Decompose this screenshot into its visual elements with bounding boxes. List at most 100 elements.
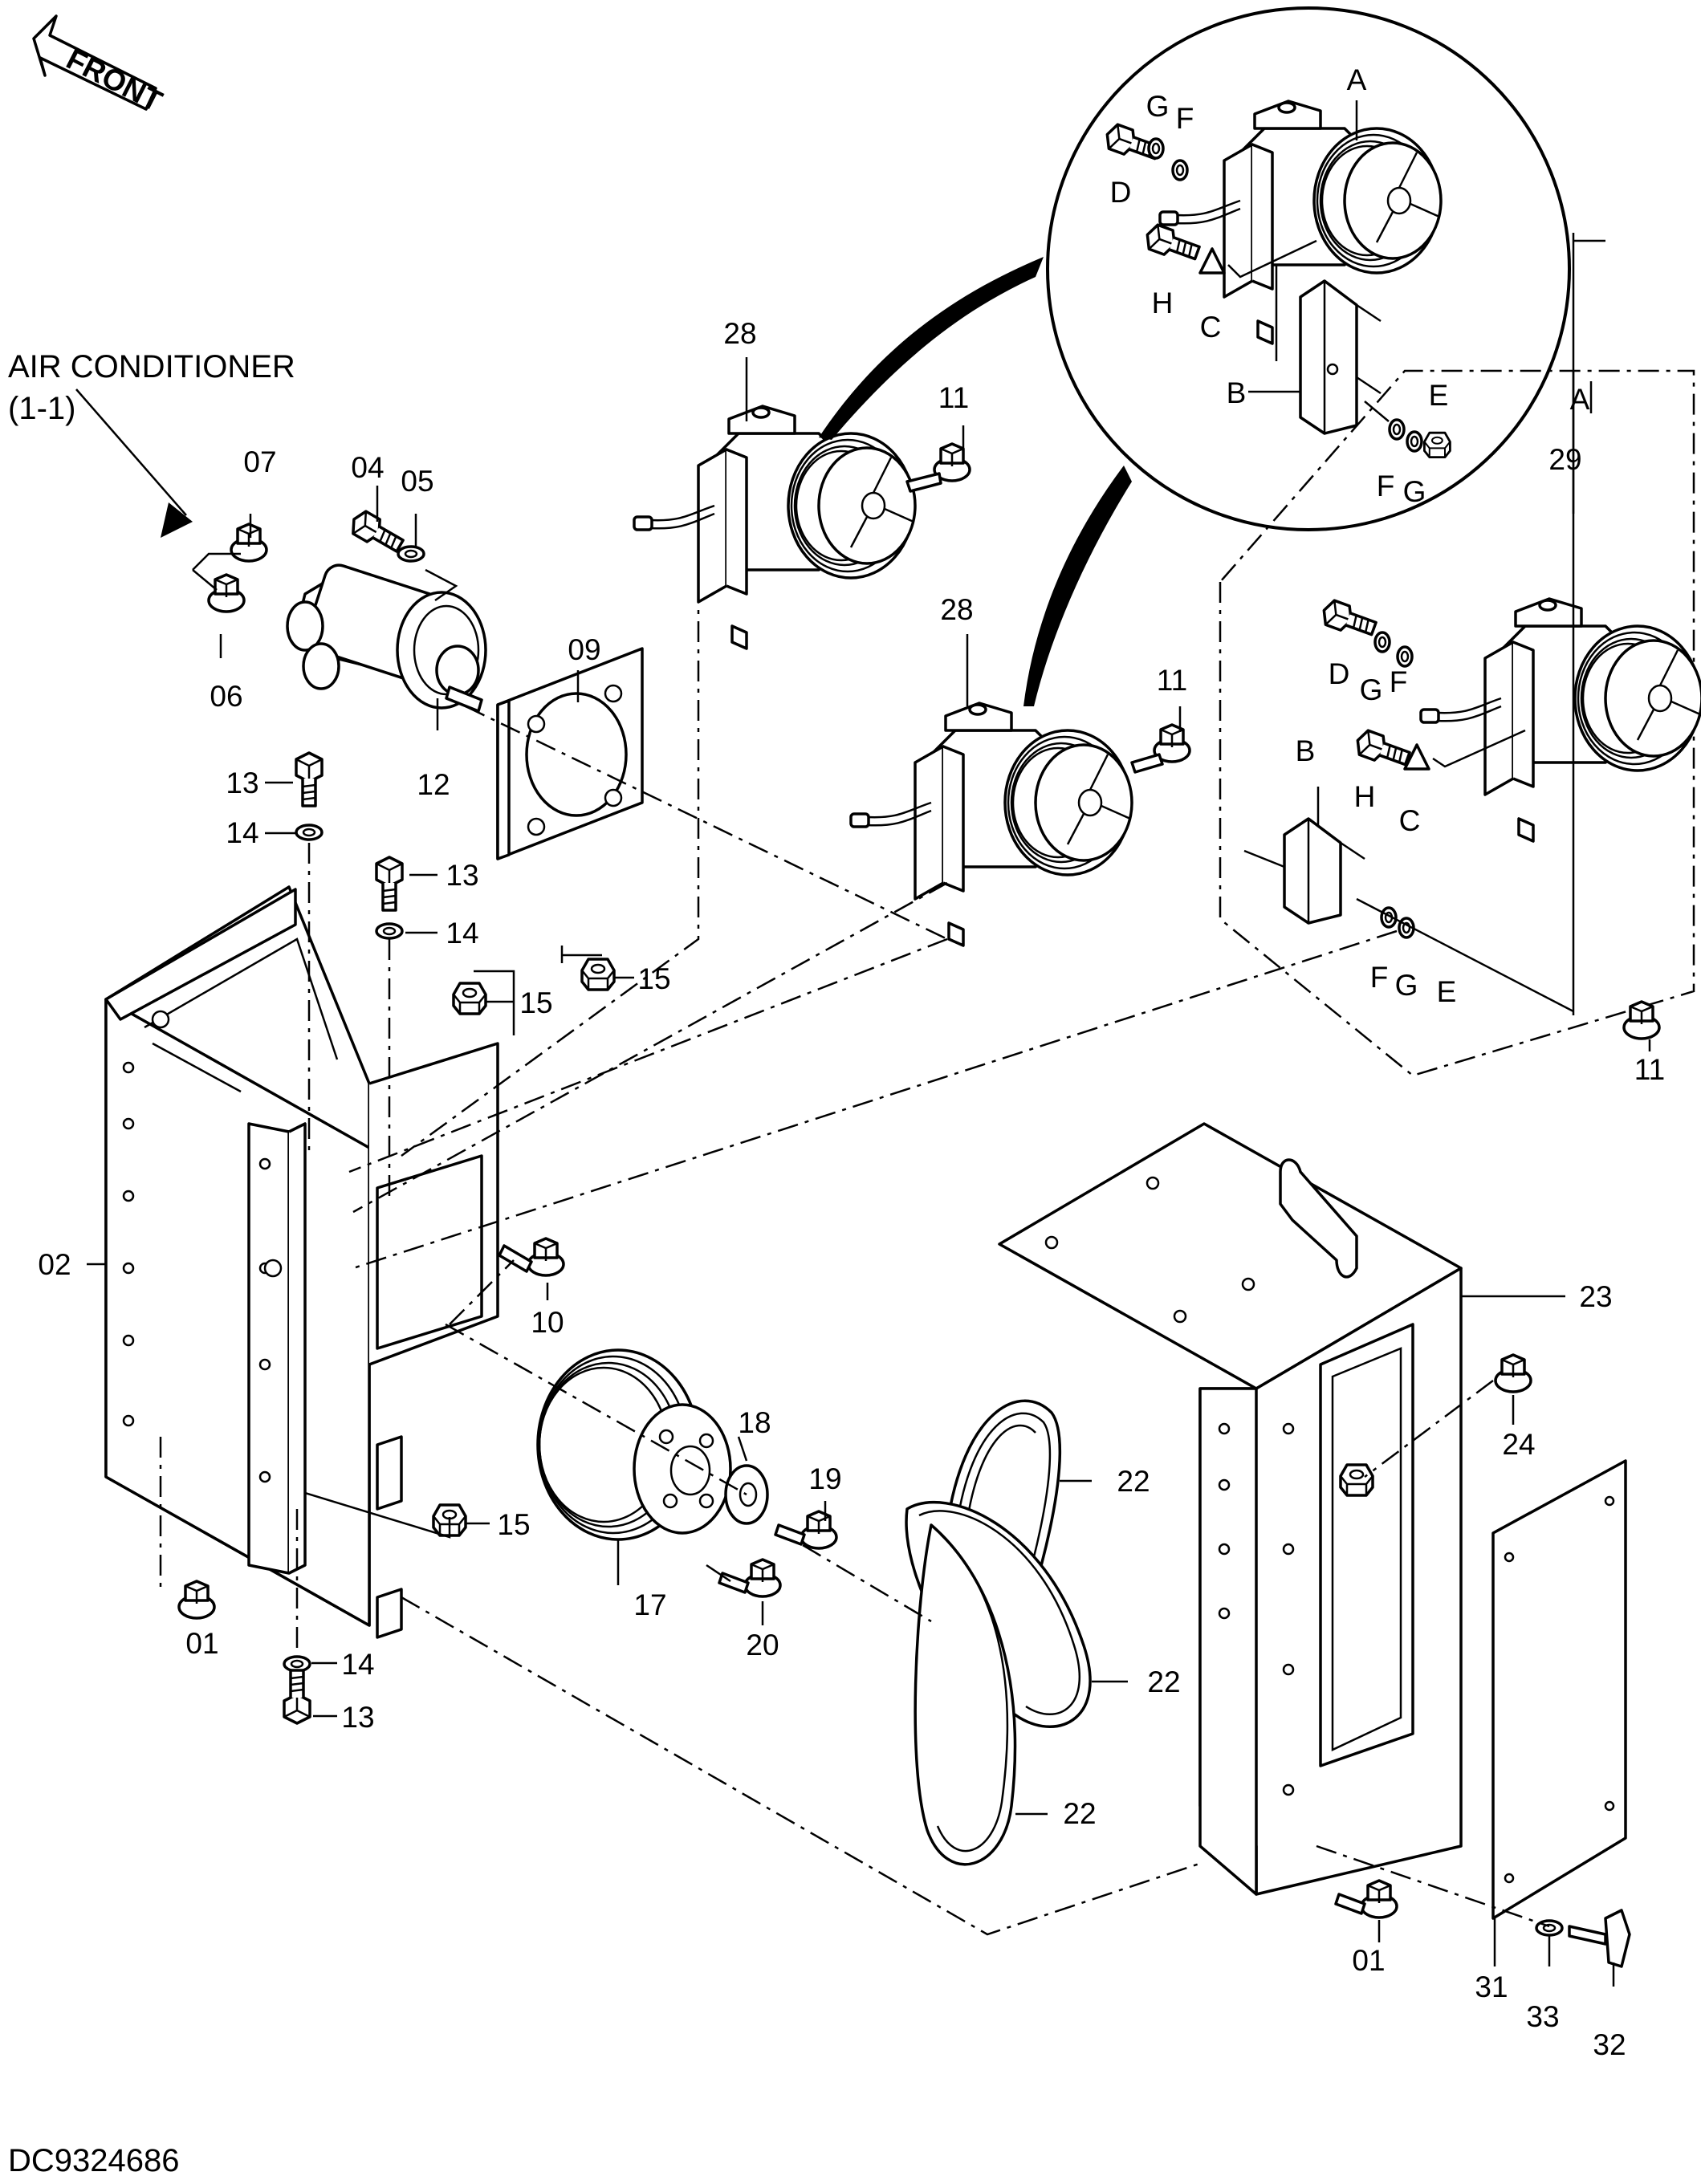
detail-pointer-lower [1023,466,1132,706]
bolt-13-top [295,751,324,807]
bolt-01-right [1360,1879,1398,1919]
reference-arrow-head [161,502,193,538]
callout-22-middle: 22 [1147,1665,1180,1698]
washer-14-middle [375,922,404,940]
callouts: 02 13 14 13 14 15 15 15 14 13 01 10 04 0… [38,317,1665,2061]
kit-letter-g1: G [1360,673,1383,706]
bracket-23 [998,1122,1463,1896]
circle-letter-a: A [1347,63,1367,96]
callout-11-kit: 11 [1634,1053,1665,1086]
kit-letter-d: D [1329,657,1350,690]
kit-detail-letters: A D G F B H C F G E [1296,383,1590,1008]
wing-bolt-32 [1568,1909,1631,1968]
fitting-07 [230,523,268,563]
air-conditioner-reference: AIR CONDITIONER (1-1) [8,349,295,538]
callout-11-upper: 11 [938,381,969,414]
callout-05: 05 [401,465,433,498]
bolt-19 [800,1510,838,1550]
callout-01-right: 01 [1352,1944,1385,1977]
circle-letter-g2: G [1403,475,1426,508]
bolt-13-bottom [283,1669,311,1725]
callout-23: 23 [1579,1280,1612,1313]
circle-letter-g1: G [1146,90,1170,123]
main-frame-02 [104,885,499,1639]
callout-17: 17 [633,1588,666,1621]
compressor-28-lower [849,702,1133,947]
circle-detail-letters: A G F D H C B E F G [1110,63,1449,508]
callout-07: 07 [243,445,276,478]
reference-arrow-line [75,388,187,516]
hydraulic-motor [286,563,487,713]
front-arrow: FRONT [32,14,168,119]
nut-15-right [580,958,616,991]
v-belt-22-lower [914,1523,1017,1866]
callout-09: 09 [568,633,600,666]
callout-29: 29 [1548,443,1581,476]
washer-14-top [295,824,324,841]
compressor-28-upper [633,405,917,650]
bolt-11-kit [1622,1000,1661,1040]
pulley-17 [536,1348,732,1541]
callout-15-lower: 15 [497,1508,530,1541]
callout-14-middle: 14 [446,917,478,950]
reference-title: AIR CONDITIONER [8,349,295,384]
bolt-20 [743,1558,782,1598]
circle-letter-f1: F [1176,102,1194,135]
mounting-plate-09 [496,647,644,860]
callout-02: 02 [38,1248,71,1281]
callout-14-bottom: 14 [341,1648,374,1681]
callout-15-right: 15 [637,962,670,995]
callout-13-middle: 13 [446,859,478,892]
kit-letter-h: H [1354,780,1376,813]
detail-pointer-upper [819,257,1044,440]
assembly-lines [159,582,1550,1936]
fitting-06 [207,573,246,613]
front-label: FRONT [61,43,168,119]
kit-letter-a: A [1570,383,1590,416]
callout-14-top: 14 [226,816,258,849]
drawing-number: DC9324686 [8,2143,180,2178]
callout-19: 19 [808,1462,841,1495]
callout-28-upper: 28 [723,317,756,350]
callout-24: 24 [1502,1428,1535,1461]
kit-box-29 [1219,369,1701,1077]
callout-12: 12 [417,768,450,801]
kit-letter-f2: F [1370,961,1389,994]
kit-letter-b: B [1296,734,1316,767]
nut-15-left [452,982,487,1015]
callout-28-lower: 28 [940,593,973,626]
circle-letter-d: D [1110,176,1132,209]
bolt-10 [527,1237,565,1277]
washer-05 [397,545,425,563]
callout-06: 06 [210,680,242,713]
callout-11-middle: 11 [1157,664,1187,697]
callout-04: 04 [351,451,384,484]
circle-letter-c: C [1200,311,1222,344]
callout-32: 32 [1593,2028,1626,2061]
reference-code: (1-1) [8,391,75,426]
detail-circle [1046,6,1571,531]
kit-letter-g2: G [1395,969,1418,1002]
callout-13-top: 13 [226,767,258,799]
callout-31: 31 [1475,1970,1508,2003]
callout-01-left: 01 [185,1627,218,1660]
kit-letter-f1: F [1390,665,1408,698]
circle-letter-f2: F [1377,470,1395,502]
callout-33: 33 [1526,2000,1559,2033]
callout-22-lower: 22 [1063,1797,1096,1830]
callout-18: 18 [738,1406,771,1439]
callout-13-bottom: 13 [341,1701,374,1734]
kit-bracket-b [1283,817,1365,925]
cover-plate-31 [1491,1459,1627,1920]
bolt-24 [1494,1353,1532,1393]
bolt-13-middle [375,856,404,912]
kit-letter-c: C [1399,804,1421,837]
callout-15-left: 15 [519,986,552,1019]
callout-20: 20 [746,1629,779,1661]
callout-22-upper: 22 [1117,1465,1150,1498]
circle-letter-b: B [1227,376,1247,409]
circle-letter-e: E [1429,379,1449,412]
leader-lines [87,100,1651,1987]
circle-letter-h: H [1152,287,1174,319]
